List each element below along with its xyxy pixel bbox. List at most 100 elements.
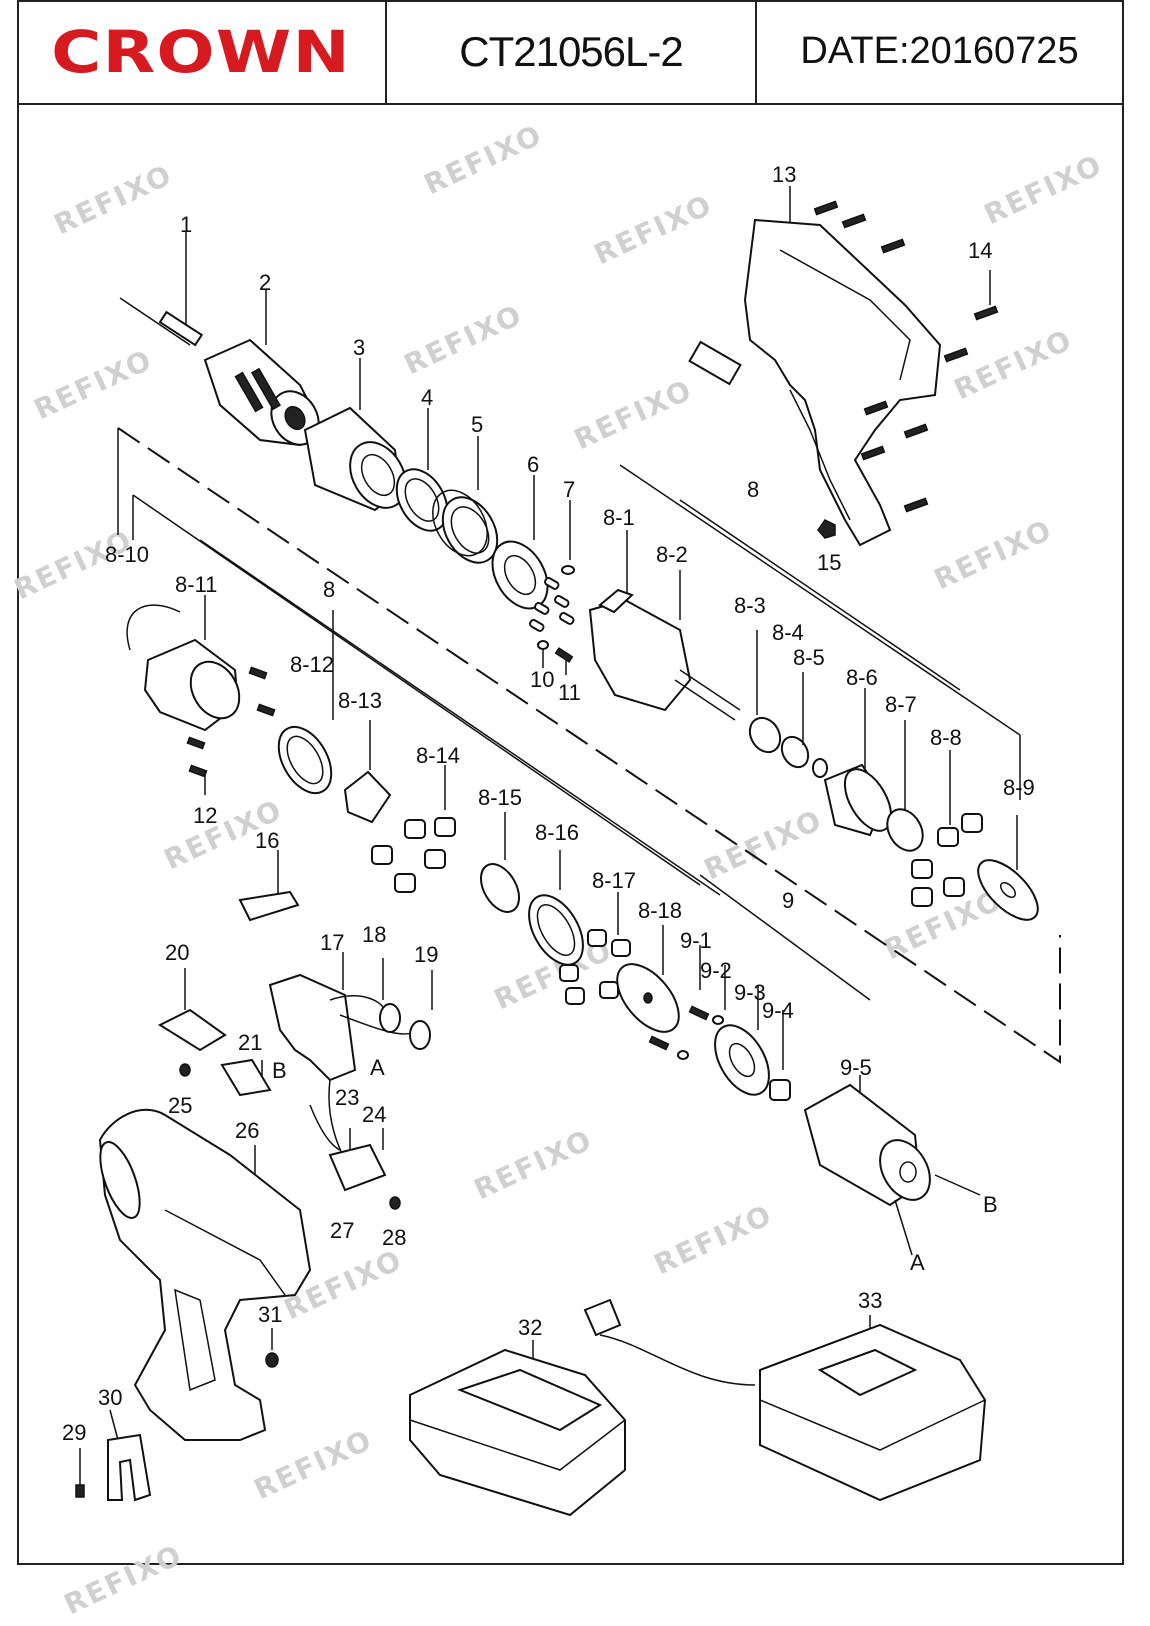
label-part-26: 26 <box>235 1118 259 1143</box>
label-part-8-17: 8-17 <box>592 868 636 893</box>
watermark: REFIXO <box>49 158 178 241</box>
label-part-7: 7 <box>563 477 575 502</box>
watermark: REFIXO <box>589 188 718 271</box>
part-33-charger <box>583 1298 987 1502</box>
label-part-4: 4 <box>421 385 433 410</box>
label-part-9-3: 9-3 <box>734 980 766 1005</box>
label-part-8-9: 8-9 <box>1003 775 1035 800</box>
label-motor-terminal-b: B <box>983 1192 998 1217</box>
label-part-8-11: 8-11 <box>175 572 217 597</box>
label-part-24: 24 <box>362 1102 386 1127</box>
label-connector-a: A <box>370 1055 385 1080</box>
label-part-8-1: 8-1 <box>603 505 635 530</box>
watermark: REFIXO <box>949 323 1078 406</box>
watermark: REFIXO <box>699 803 828 886</box>
label-part-23: 23 <box>335 1085 359 1110</box>
label-part-5: 5 <box>471 412 483 437</box>
label-part-32: 32 <box>518 1315 542 1340</box>
label-part-9-4: 9-4 <box>762 998 794 1023</box>
label-part-3: 3 <box>353 335 365 360</box>
label-part-8-6: 8-6 <box>846 665 878 690</box>
watermark: REFIXO <box>649 1198 778 1281</box>
label-part-8-2: 8-2 <box>656 542 688 567</box>
label-part-30: 30 <box>98 1385 122 1410</box>
parts-4-5-rings <box>395 408 499 564</box>
label-part-8-12: 8-12 <box>290 652 334 677</box>
label-part-8-15: 8-15 <box>478 785 522 810</box>
label-part-8-13: 8-13 <box>338 688 382 713</box>
label-part-8-16: 8-16 <box>535 820 579 845</box>
title-block: CROWN CT21056L-2 DATE:20160725 <box>17 0 1124 105</box>
label-part-10: 10 <box>530 667 554 692</box>
label-part-1: 1 <box>180 212 192 237</box>
part-26-drill-body <box>98 1108 312 1441</box>
part-13-housing-half <box>688 186 999 547</box>
label-part-18: 18 <box>362 922 386 947</box>
label-part-21: 21 <box>238 1030 262 1055</box>
label-part-31: 31 <box>258 1302 282 1327</box>
label-connector-b: B <box>272 1058 287 1083</box>
label-part-27: 27 <box>330 1218 354 1243</box>
label-part-29: 29 <box>62 1420 86 1445</box>
drawing-date: DATE:20160725 <box>800 30 1079 72</box>
label-part-8-10: 8-10 <box>105 542 149 567</box>
label-part-8-7: 8-7 <box>885 692 917 717</box>
label-part-8-8: 8-8 <box>930 725 962 750</box>
label-part-8-5: 8-5 <box>793 645 825 670</box>
watermark: REFIXO <box>929 513 1058 596</box>
brand-logo: CROWN <box>51 17 351 86</box>
label-part-11: 11 <box>558 680 581 705</box>
label-part-8: 8 <box>747 477 759 502</box>
brand-cell: CROWN <box>17 0 387 103</box>
model-cell: CT21056L-2 <box>387 0 757 103</box>
watermark: REFIXO <box>249 1423 378 1506</box>
watermark: REFIXO <box>979 148 1108 231</box>
assembly-leader-lines <box>117 427 1061 1064</box>
switch-and-electrical-parts <box>157 850 433 1210</box>
watermark: REFIXO <box>59 1538 188 1621</box>
parts-8-15-to-8-18 <box>480 812 680 1033</box>
part-3-clutch-housing <box>303 358 407 512</box>
label-part-8-4: 8-4 <box>772 620 804 645</box>
label-motor-terminal-a: A <box>910 1250 925 1275</box>
watermark: REFIXO <box>419 118 548 201</box>
part-1-screw <box>119 232 204 347</box>
watermark: REFIXO <box>469 1123 598 1206</box>
part-8-1-8-2-gearbox-front <box>588 530 828 778</box>
part-labels: 1 2 3 4 5 6 7 8 8-1 8-2 8-3 8-4 8-5 8-6 … <box>62 162 1035 1445</box>
parts-6-7-10-11 <box>491 475 575 675</box>
label-part-15: 15 <box>817 550 841 575</box>
label-part-28: 28 <box>382 1225 406 1250</box>
label-part-13: 13 <box>772 162 796 187</box>
label-part-9: 9 <box>782 888 794 913</box>
parts-29-30-31 <box>75 1328 279 1502</box>
watermark: REFIXO <box>399 298 528 381</box>
label-part-9-5: 9-5 <box>840 1055 872 1080</box>
label-part-14: 14 <box>968 238 992 263</box>
label-part-12: 12 <box>193 803 217 828</box>
label-part-16: 16 <box>255 828 279 853</box>
label-part-9-1: 9-1 <box>680 928 712 953</box>
watermark: REFIXO <box>29 343 158 426</box>
label-part-25: 25 <box>168 1093 192 1118</box>
label-part-8-b: 8 <box>323 577 335 602</box>
parts-8-10-8-11-12 <box>126 595 276 795</box>
parts-8-12-to-8-14 <box>277 720 456 893</box>
label-part-8-14: 8-14 <box>416 743 460 768</box>
label-part-19: 19 <box>414 942 438 967</box>
label-part-8-3: 8-3 <box>734 593 766 618</box>
watermark: REFIXO <box>569 373 698 456</box>
label-part-2: 2 <box>259 270 271 295</box>
label-part-20: 20 <box>165 940 189 965</box>
label-part-17: 17 <box>320 930 344 955</box>
label-part-8-18: 8-18 <box>638 898 682 923</box>
date-cell: DATE:20160725 <box>757 0 1122 103</box>
model-number: CT21056L-2 <box>459 27 683 75</box>
parts-8-6-to-8-9 <box>823 688 1039 921</box>
label-part-6: 6 <box>527 452 539 477</box>
label-part-9-2: 9-2 <box>700 958 732 983</box>
parts-9-1-to-9-5 <box>648 945 981 1256</box>
drawing-frame <box>17 0 1124 1565</box>
part-32-battery <box>409 1340 626 1517</box>
